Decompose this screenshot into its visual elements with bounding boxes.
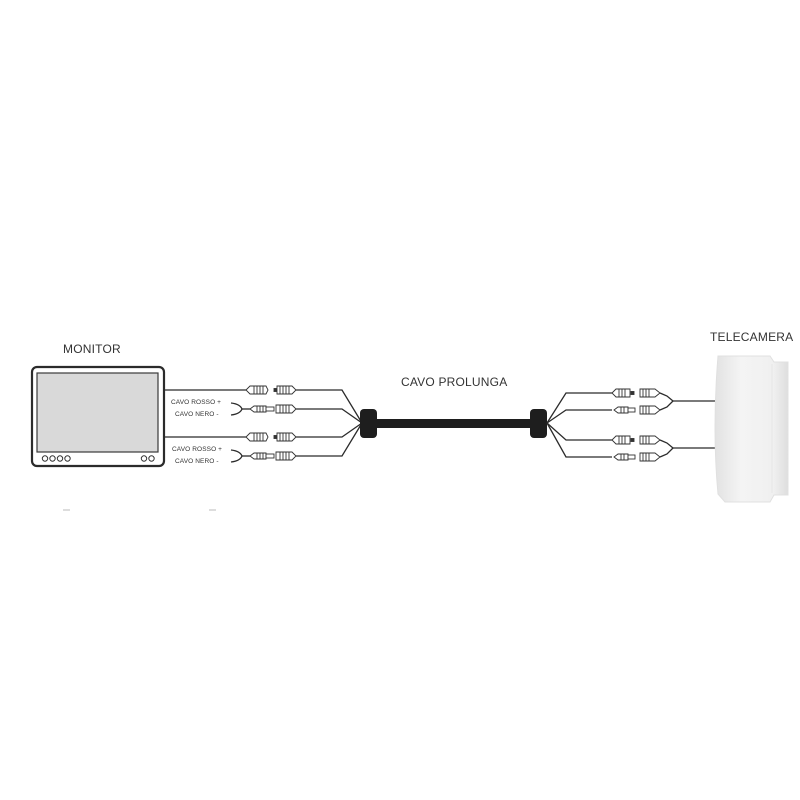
extension-cable-label: CAVO PROLUNGA xyxy=(401,375,508,389)
power-lead-1-red-label: CAVO ROSSO + xyxy=(171,399,222,406)
monitor-label: MONITOR xyxy=(63,342,121,356)
monitor-wires xyxy=(163,389,363,463)
left-cable-joint xyxy=(360,409,377,438)
rca-connectors-monitor xyxy=(245,385,297,461)
rca-connectors-camera xyxy=(611,388,661,462)
power-lead-1-black-label: CAVO NERO - xyxy=(175,411,219,418)
extension-cable xyxy=(360,409,547,438)
camera-wires xyxy=(546,392,715,458)
camera-device xyxy=(714,355,789,503)
power-lead-2-red-label: CAVO ROSSO + xyxy=(172,446,223,453)
monitor-buttons-right xyxy=(140,455,155,462)
right-cable-joint xyxy=(530,409,547,438)
monitor-device xyxy=(30,365,166,468)
camera-label: TELECAMERA xyxy=(710,330,794,344)
power-lead-2-black-label: CAVO NERO - xyxy=(175,458,219,465)
monitor-buttons-left xyxy=(41,455,71,462)
